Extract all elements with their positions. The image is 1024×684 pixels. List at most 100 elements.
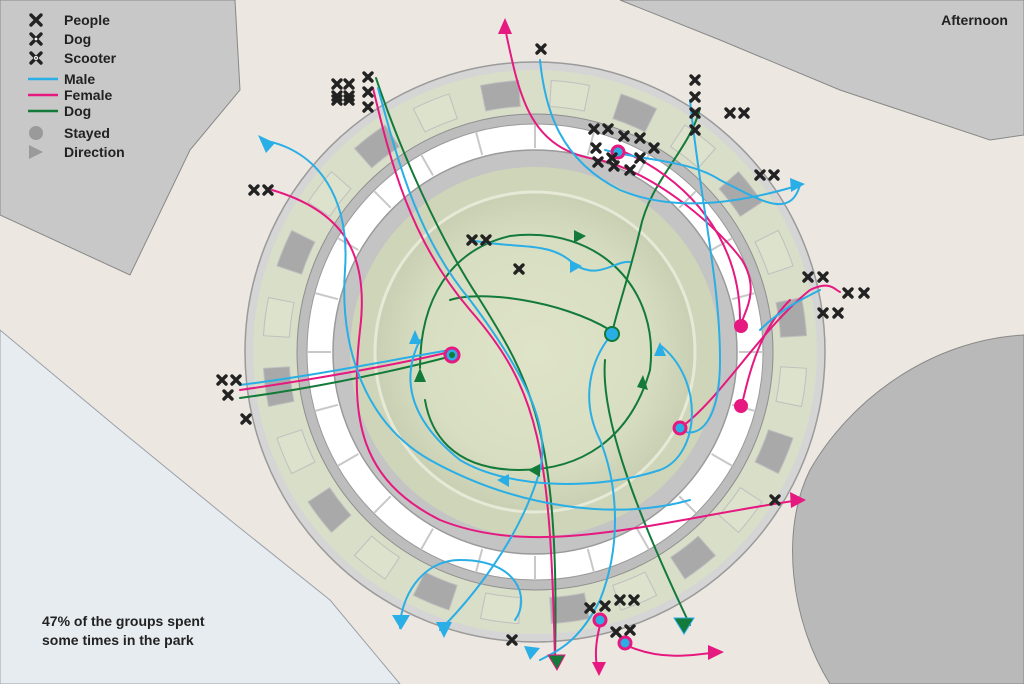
planting-segment [669,535,717,580]
legend-item-stayed: Stayed [28,123,125,142]
time-of-day-title: Afternoon [941,12,1008,28]
dog-path [603,359,691,626]
legend-item-dog-line: Dog [28,103,125,119]
people-marker-icon [29,12,43,27]
male-path [239,349,451,386]
direction-arrow-dog [574,230,586,243]
legend-label-scooter: Scooter [64,49,117,66]
dog-path [239,355,453,399]
scooter-marker-icon [29,50,43,65]
trajectories [239,27,841,671]
male-path [409,339,693,485]
direction-arrow-female [592,662,606,676]
summary-note: 47% of the groups spent some times in th… [42,612,205,650]
male-path [261,139,691,511]
planting-segment [549,79,591,112]
legend-item-people: People [28,10,125,29]
planting-segment [479,592,521,625]
male-path [759,289,821,331]
planting-segment [276,229,316,275]
direction-arrow-dog [637,375,648,390]
stayed-marker [592,612,608,628]
male-path [399,558,523,629]
male-path [539,333,616,661]
stayed-marker [449,352,455,358]
legend-item-male: Male [28,71,125,87]
legend-label-dog-line: Dog [64,103,92,119]
walkway-spoke [420,154,434,176]
female-path [741,299,791,405]
planting-segment [549,592,591,625]
stayed-circle-icon [29,125,43,140]
building-northeast [619,0,1024,141]
male-path [679,99,722,434]
stayed-marker [734,319,748,333]
planting-segment [775,366,808,408]
planting-segment [412,93,458,133]
female-path [679,284,841,429]
direction-arrow-female [498,18,512,34]
summary-note-line-1: 47% of the groups spent [42,613,205,629]
legend-item-scooter: Scooter [28,48,125,67]
building-northwest [0,0,241,276]
planting-segment [718,170,763,218]
planting-segment [612,571,658,611]
female-path [504,27,752,323]
walkway-spoke [314,403,339,412]
legend-label-direction: Direction [64,143,125,160]
direction-arrow-female [790,492,806,508]
direction-arrow-dog [528,464,540,477]
dog-path [419,233,653,472]
legend-label-stayed: Stayed [64,124,110,141]
direction-arrow-male [497,474,509,487]
legend-label-dog: Dog [64,30,92,47]
female-path [372,87,556,661]
legend-item-female: Female [28,87,125,103]
walkway-spoke [586,548,595,573]
direction-arrow-male [524,646,540,660]
direction-arrow-male [570,260,582,273]
walkway-spoke [475,131,484,156]
walkway-spoke [337,453,359,467]
stayed-marker [617,635,633,651]
direction-arrow-male [790,178,805,192]
legend-item-direction: Direction [28,142,125,161]
stayed-marker [734,399,748,413]
planting-segment [479,79,521,112]
stayed-marker [672,420,688,436]
walkway-spoke [420,528,434,550]
planting-segment [754,429,794,475]
female-line-icon [28,93,58,97]
direction-arrow-male [409,330,421,344]
direction-triangle-icon [29,144,43,159]
planting-segment [612,93,658,133]
planting-segment [754,229,794,275]
walkway-spoke [711,453,733,467]
direction-arrow-male [436,622,452,638]
male-line-icon [28,77,58,81]
legend-item-dog: Dog [28,29,125,48]
planting-segment [307,170,352,218]
dog-line-icon [28,109,58,113]
stayed-markers [443,144,748,651]
summary-note-line-2: some times in the park [42,632,194,648]
walkway-spoke [636,528,650,550]
walkway-spoke [314,292,339,301]
female-path [239,351,451,391]
planting-segment [353,535,401,580]
direction-arrow-male [392,615,410,630]
direction-arrow-male [258,135,275,153]
dog-path [449,295,611,331]
stayed-marker [604,326,620,342]
walkway-spoke [373,190,392,209]
male-path [377,87,544,631]
walkway-spoke [337,237,359,251]
planting-segment [353,124,401,169]
planting-segments [262,79,808,625]
building-southeast [792,334,1024,684]
legend-label-male: Male [64,71,96,87]
legend-label-people: People [64,11,110,28]
map-legend: People Dog Scooter Male Female Dog Staye… [28,10,125,161]
walkway-spoke [678,495,697,514]
